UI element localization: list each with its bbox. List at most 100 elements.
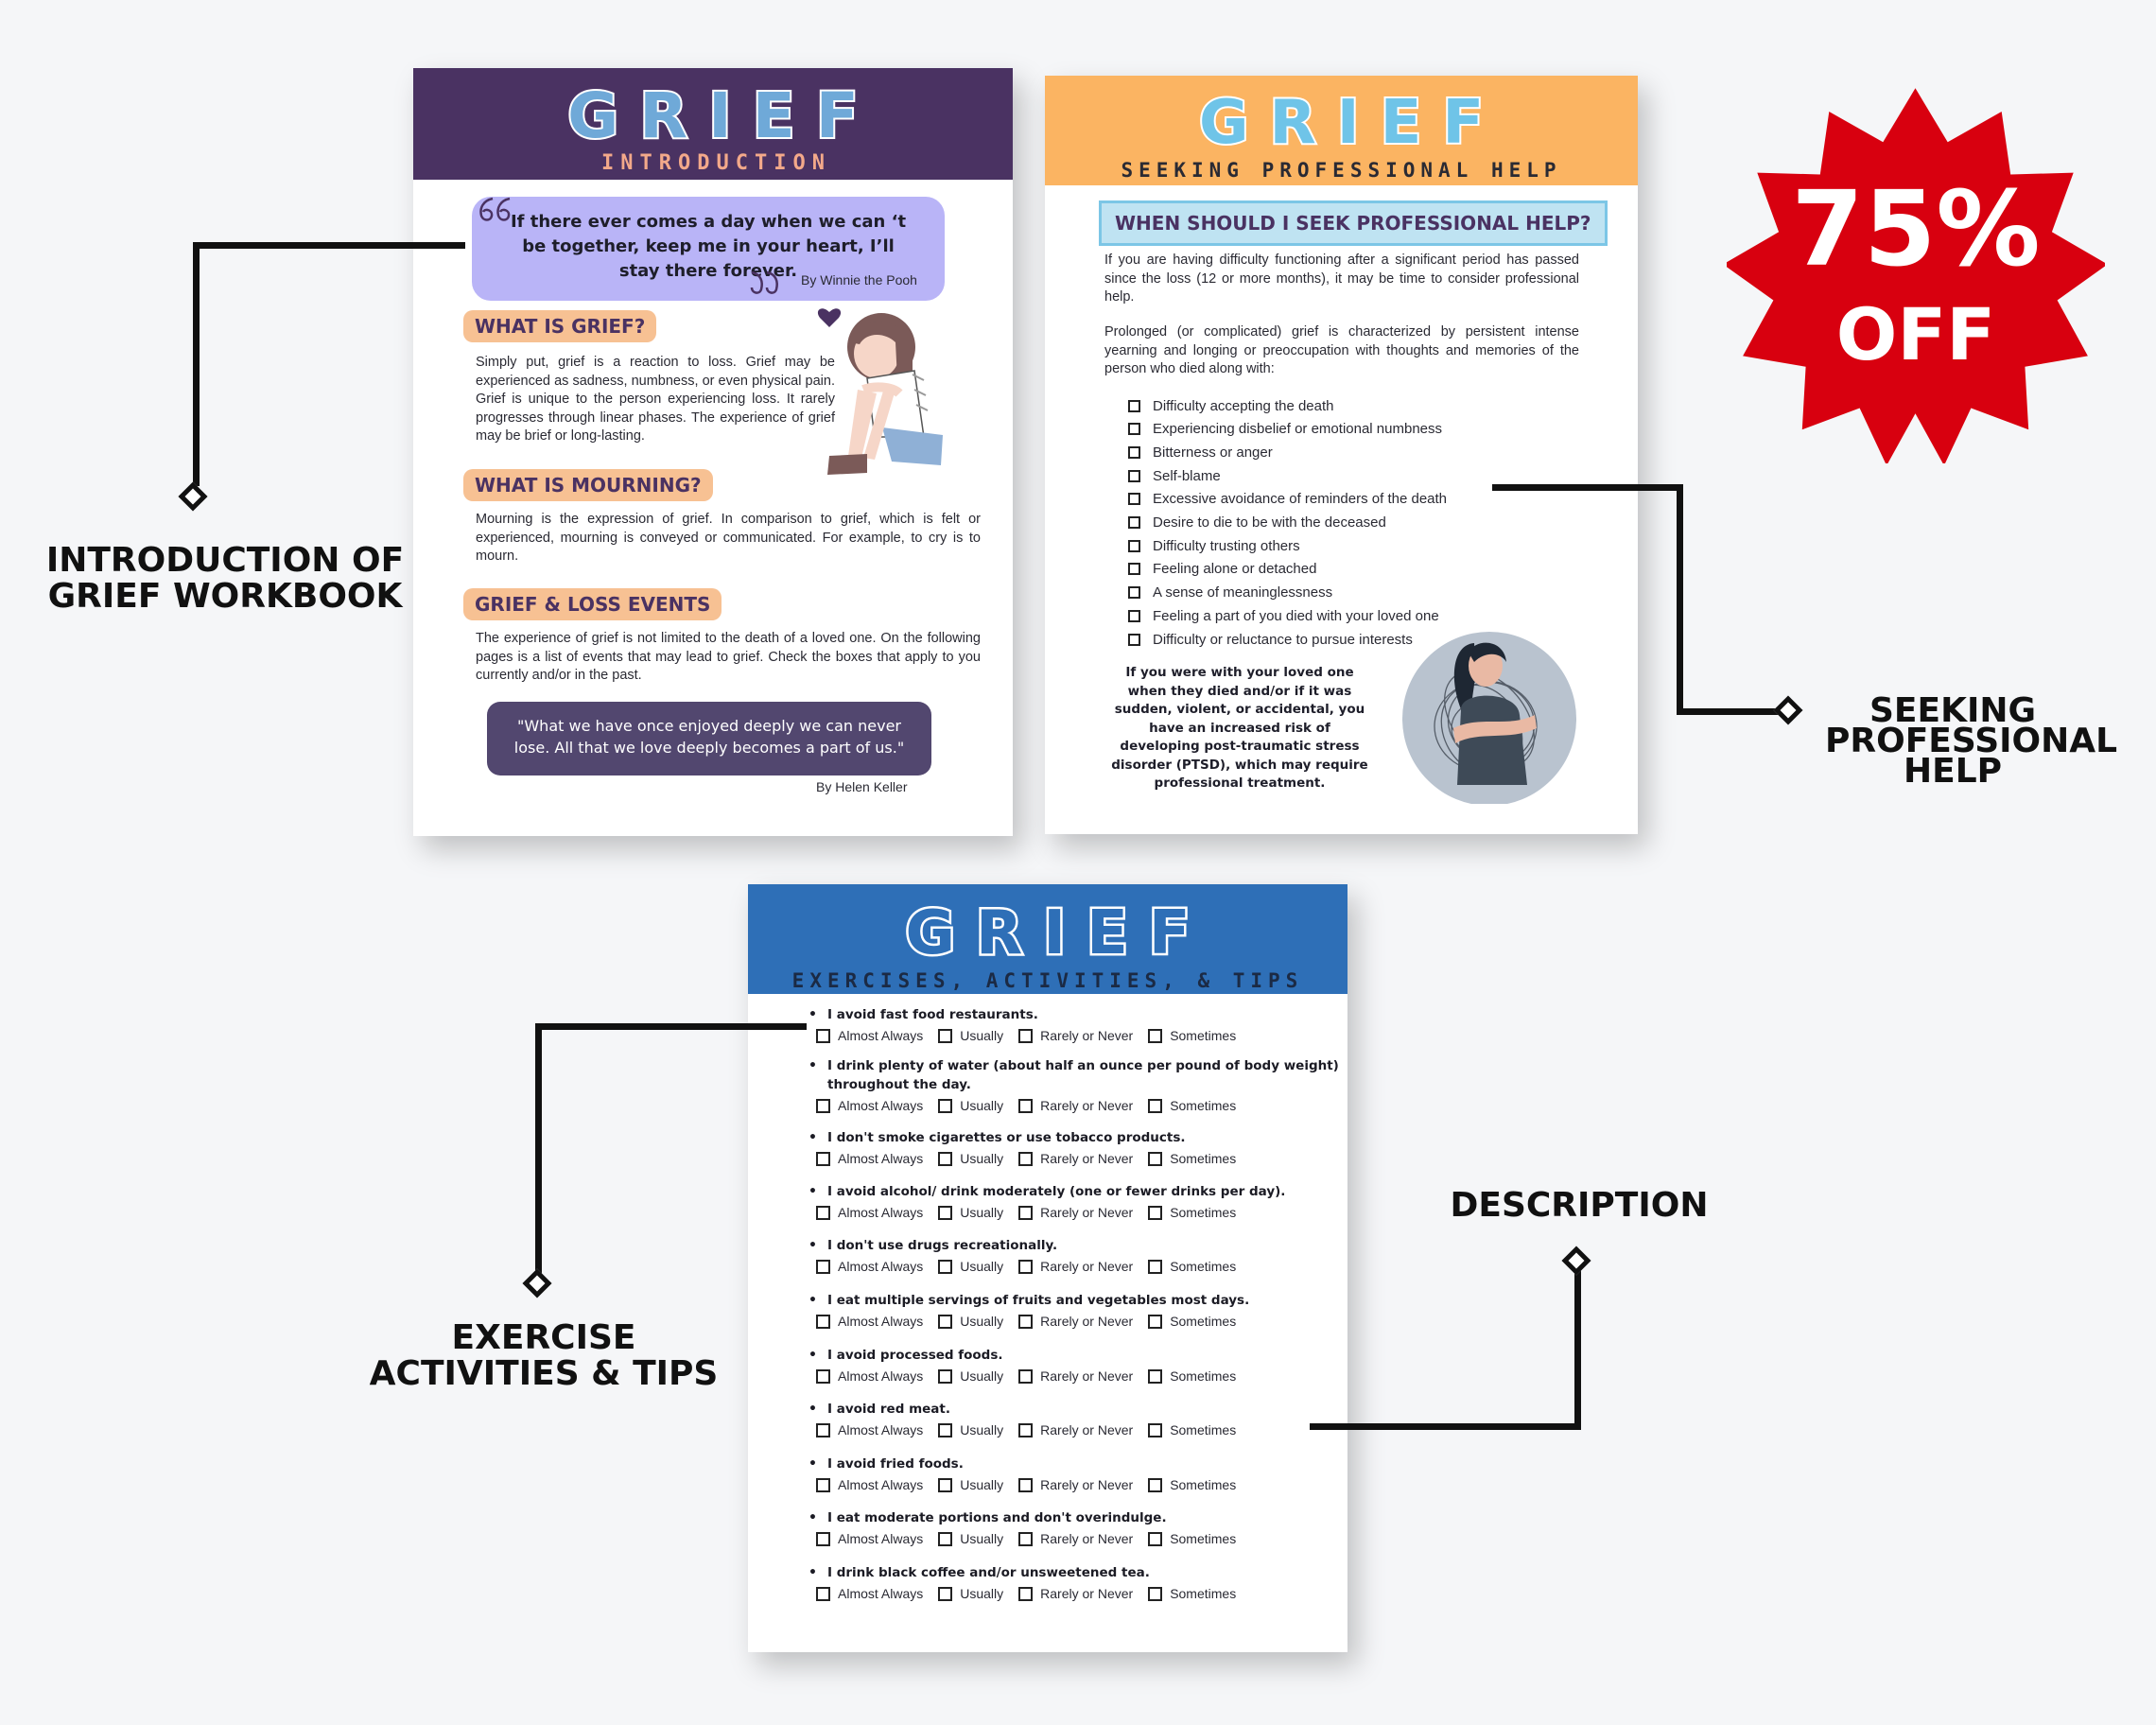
- checklist-item[interactable]: A sense of meaninglessness: [1128, 582, 1332, 602]
- checkbox[interactable]: [1148, 1586, 1163, 1601]
- checkbox[interactable]: [816, 1368, 830, 1384]
- checkbox[interactable]: [1148, 1477, 1163, 1492]
- option-sometimes[interactable]: Sometimes: [1148, 1205, 1236, 1220]
- option-almost-always[interactable]: Almost Always: [816, 1205, 923, 1220]
- option-usually[interactable]: Usually: [938, 1205, 1003, 1220]
- checklist-item[interactable]: Experiencing disbelief or emotional numb…: [1128, 418, 1442, 439]
- checkbox[interactable]: [938, 1151, 953, 1166]
- option-sometimes[interactable]: Sometimes: [1148, 1368, 1236, 1384]
- option-sometimes[interactable]: Sometimes: [1148, 1531, 1236, 1546]
- option-almost-always[interactable]: Almost Always: [816, 1098, 923, 1113]
- checkbox[interactable]: [938, 1028, 953, 1043]
- checkbox[interactable]: [816, 1477, 830, 1492]
- option-rarely-or-never[interactable]: Rarely or Never: [1018, 1205, 1133, 1220]
- option-usually[interactable]: Usually: [938, 1314, 1003, 1329]
- checklist-item[interactable]: Self-blame: [1128, 465, 1221, 486]
- option-sometimes[interactable]: Sometimes: [1148, 1422, 1236, 1438]
- option-rarely-or-never[interactable]: Rarely or Never: [1018, 1422, 1133, 1438]
- checkbox[interactable]: [1018, 1205, 1034, 1220]
- option-usually[interactable]: Usually: [938, 1531, 1003, 1546]
- checkbox[interactable]: [816, 1586, 830, 1601]
- checkbox[interactable]: [816, 1205, 830, 1220]
- checkbox[interactable]: [1148, 1531, 1163, 1546]
- option-usually[interactable]: Usually: [938, 1586, 1003, 1601]
- checkbox[interactable]: [816, 1098, 830, 1113]
- option-sometimes[interactable]: Sometimes: [1148, 1028, 1236, 1043]
- option-usually[interactable]: Usually: [938, 1151, 1003, 1166]
- checkbox[interactable]: [938, 1531, 953, 1546]
- checkbox[interactable]: [938, 1259, 953, 1274]
- checklist-item[interactable]: Desire to die to be with the deceased: [1128, 512, 1386, 532]
- checklist-item[interactable]: Difficulty trusting others: [1128, 535, 1300, 556]
- option-rarely-or-never[interactable]: Rarely or Never: [1018, 1028, 1133, 1043]
- checklist-item[interactable]: Bitterness or anger: [1128, 442, 1273, 462]
- checkbox[interactable]: [938, 1586, 953, 1601]
- checkbox[interactable]: [1018, 1531, 1034, 1546]
- checkbox[interactable]: [1018, 1259, 1034, 1274]
- option-rarely-or-never[interactable]: Rarely or Never: [1018, 1314, 1133, 1329]
- checkbox[interactable]: [1128, 539, 1140, 552]
- checkbox[interactable]: [1148, 1422, 1163, 1438]
- option-rarely-or-never[interactable]: Rarely or Never: [1018, 1259, 1133, 1274]
- checkbox[interactable]: [938, 1098, 953, 1113]
- checkbox[interactable]: [938, 1205, 953, 1220]
- checkbox[interactable]: [816, 1422, 830, 1438]
- checkbox[interactable]: [1148, 1098, 1163, 1113]
- option-usually[interactable]: Usually: [938, 1477, 1003, 1492]
- option-almost-always[interactable]: Almost Always: [816, 1477, 923, 1492]
- checkbox[interactable]: [1018, 1098, 1034, 1113]
- checklist-item[interactable]: Difficulty or reluctance to pursue inter…: [1128, 629, 1413, 650]
- checkbox[interactable]: [938, 1368, 953, 1384]
- option-almost-always[interactable]: Almost Always: [816, 1531, 923, 1546]
- checkbox[interactable]: [938, 1314, 953, 1329]
- option-rarely-or-never[interactable]: Rarely or Never: [1018, 1477, 1133, 1492]
- option-sometimes[interactable]: Sometimes: [1148, 1098, 1236, 1113]
- checkbox[interactable]: [816, 1028, 830, 1043]
- checkbox[interactable]: [816, 1259, 830, 1274]
- checkbox[interactable]: [816, 1151, 830, 1166]
- option-usually[interactable]: Usually: [938, 1259, 1003, 1274]
- option-rarely-or-never[interactable]: Rarely or Never: [1018, 1368, 1133, 1384]
- checkbox[interactable]: [1018, 1314, 1034, 1329]
- checklist-item[interactable]: Difficulty accepting the death: [1128, 395, 1334, 416]
- checkbox[interactable]: [1148, 1368, 1163, 1384]
- checkbox[interactable]: [1148, 1259, 1163, 1274]
- checkbox[interactable]: [816, 1314, 830, 1329]
- checkbox[interactable]: [1148, 1205, 1163, 1220]
- option-almost-always[interactable]: Almost Always: [816, 1314, 923, 1329]
- option-usually[interactable]: Usually: [938, 1368, 1003, 1384]
- checkbox[interactable]: [1128, 492, 1140, 505]
- checkbox[interactable]: [1148, 1028, 1163, 1043]
- option-usually[interactable]: Usually: [938, 1028, 1003, 1043]
- option-rarely-or-never[interactable]: Rarely or Never: [1018, 1151, 1133, 1166]
- checkbox[interactable]: [1018, 1477, 1034, 1492]
- option-almost-always[interactable]: Almost Always: [816, 1151, 923, 1166]
- option-sometimes[interactable]: Sometimes: [1148, 1477, 1236, 1492]
- checkbox[interactable]: [938, 1422, 953, 1438]
- checkbox[interactable]: [1128, 399, 1140, 412]
- checklist-item[interactable]: Feeling a part of you died with your lov…: [1128, 605, 1439, 626]
- option-almost-always[interactable]: Almost Always: [816, 1028, 923, 1043]
- checkbox[interactable]: [1128, 445, 1140, 459]
- option-almost-always[interactable]: Almost Always: [816, 1368, 923, 1384]
- option-usually[interactable]: Usually: [938, 1098, 1003, 1113]
- option-usually[interactable]: Usually: [938, 1422, 1003, 1438]
- option-sometimes[interactable]: Sometimes: [1148, 1586, 1236, 1601]
- checkbox[interactable]: [1018, 1422, 1034, 1438]
- checklist-item[interactable]: Feeling alone or detached: [1128, 558, 1316, 579]
- checkbox[interactable]: [816, 1531, 830, 1546]
- checkbox[interactable]: [1148, 1151, 1163, 1166]
- option-rarely-or-never[interactable]: Rarely or Never: [1018, 1531, 1133, 1546]
- checkbox[interactable]: [1018, 1586, 1034, 1601]
- checkbox[interactable]: [1128, 633, 1140, 646]
- checkbox[interactable]: [938, 1477, 953, 1492]
- checkbox[interactable]: [1128, 515, 1140, 529]
- checkbox[interactable]: [1128, 562, 1140, 575]
- checkbox[interactable]: [1128, 469, 1140, 482]
- option-rarely-or-never[interactable]: Rarely or Never: [1018, 1098, 1133, 1113]
- option-sometimes[interactable]: Sometimes: [1148, 1151, 1236, 1166]
- checkbox[interactable]: [1018, 1368, 1034, 1384]
- checkbox[interactable]: [1128, 609, 1140, 622]
- option-almost-always[interactable]: Almost Always: [816, 1586, 923, 1601]
- checkbox[interactable]: [1018, 1028, 1034, 1043]
